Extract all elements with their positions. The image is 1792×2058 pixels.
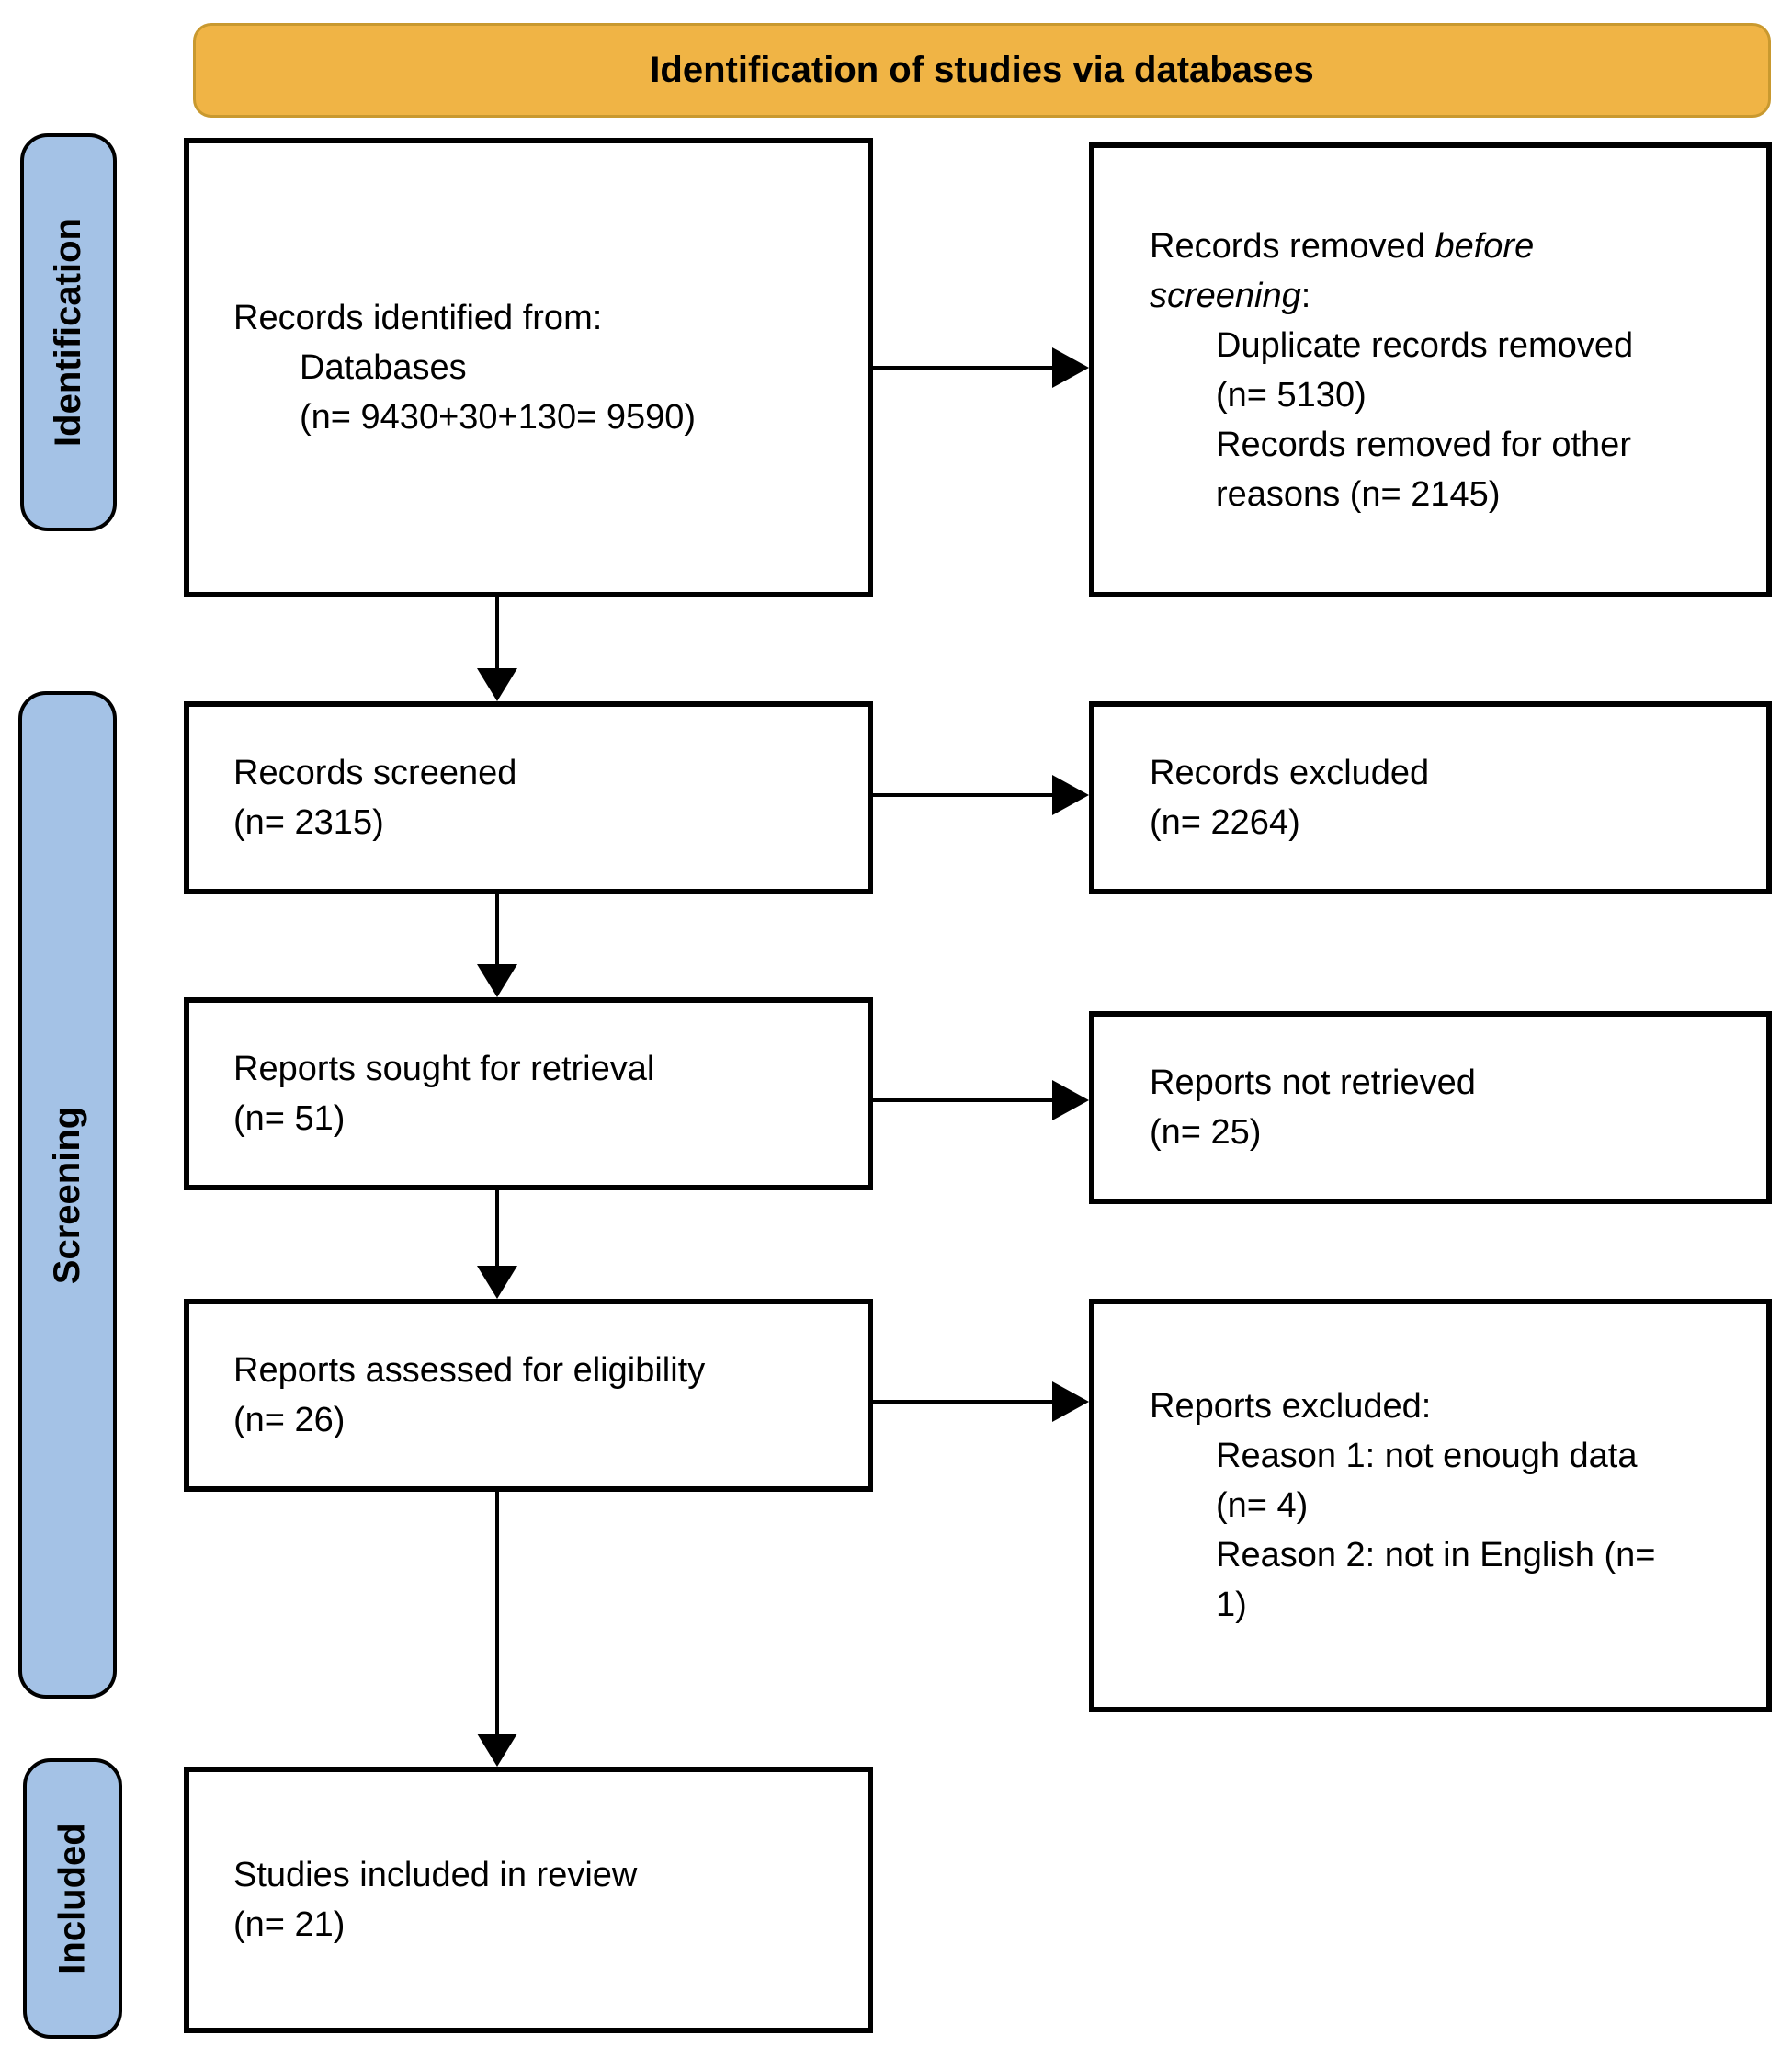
box-reports-not-retrieved-line: (n= 25) <box>1150 1113 1262 1152</box>
stage-label-included: Included <box>23 1758 122 2039</box>
box-records-excluded-line: (n= 2264) <box>1150 803 1300 842</box>
box-records-removed-text-italic: before <box>1435 226 1535 266</box>
box-records-identified-line: Databases <box>300 348 467 387</box>
box-studies-included-line: (n= 21) <box>233 1905 346 1944</box>
box-records-removed-text-italic: screening <box>1150 276 1301 315</box>
banner-identification-via-databases: Identification of studies via databases <box>193 23 1771 118</box>
box-records-removed-line: Records removed for other <box>1216 425 1631 464</box>
box-records-removed-line: Records removed before <box>1150 222 1748 271</box>
box-reports-sought: Reports sought for retrieval (n= 51) <box>184 997 873 1190</box>
stage-label-screening: Screening <box>18 691 117 1699</box>
arrow-line <box>495 1190 499 1267</box>
box-records-removed-line: Duplicate records removed <box>1216 325 1634 365</box>
stage-label-included-text: Included <box>51 1823 93 1974</box>
arrow-line <box>873 1400 1052 1404</box>
stage-label-identification: Identification <box>20 133 117 531</box>
arrow-down-head <box>477 1734 517 1767</box>
arrow-line <box>873 1098 1052 1102</box>
box-records-removed-text: : <box>1300 276 1311 315</box>
box-reports-excluded: Reports excluded: Reason 1: not enough d… <box>1089 1299 1772 1712</box>
box-records-removed-line: reasons (n= 2145) <box>1216 474 1501 514</box>
box-records-identified-line: Records identified from: <box>233 299 603 337</box>
arrow-line <box>495 597 499 669</box>
box-records-removed-line: screening: <box>1150 271 1748 321</box>
box-records-removed-text: Records removed <box>1150 226 1435 266</box>
arrow-down-head <box>477 668 517 701</box>
arrow-down-head <box>477 964 517 997</box>
arrow-line <box>873 366 1052 370</box>
box-studies-included: Studies included in review (n= 21) <box>184 1767 873 2033</box>
box-reports-excluded-line: Reason 1: not enough data <box>1216 1437 1638 1475</box>
box-records-screened-line: (n= 2315) <box>233 803 384 842</box>
box-records-identified: Records identified from: Databases (n= 9… <box>184 138 873 597</box>
arrow-line <box>495 1492 499 1734</box>
box-records-removed-before-screening: Records removed before screening: Duplic… <box>1089 142 1772 597</box>
box-reports-not-retrieved-line: Reports not retrieved <box>1150 1063 1476 1102</box>
box-reports-assessed-line: (n= 26) <box>233 1401 346 1439</box>
box-reports-excluded-line: (n= 4) <box>1216 1486 1309 1525</box>
box-reports-not-retrieved: Reports not retrieved (n= 25) <box>1089 1011 1772 1204</box>
arrow-line <box>495 894 499 965</box>
box-records-excluded-line: Records excluded <box>1150 754 1430 792</box>
box-reports-assessed-line: Reports assessed for eligibility <box>233 1351 706 1390</box>
arrow-down-head <box>477 1266 517 1299</box>
box-reports-excluded-line: Reason 2: not in English (n= <box>1216 1536 1656 1575</box>
box-records-identified-line: (n= 9430+30+130= 9590) <box>300 398 697 437</box>
box-records-screened: Records screened (n= 2315) <box>184 701 873 894</box>
box-records-screened-line: Records screened <box>233 754 517 792</box>
stage-label-screening-text: Screening <box>47 1106 87 1284</box>
box-reports-excluded-line: Reports excluded: <box>1150 1387 1432 1426</box>
stage-label-identification-text: Identification <box>48 218 89 447</box>
box-studies-included-line: Studies included in review <box>233 1856 638 1894</box>
box-reports-assessed: Reports assessed for eligibility (n= 26) <box>184 1299 873 1492</box>
box-reports-sought-line: Reports sought for retrieval <box>233 1050 655 1088</box>
box-reports-excluded-line: 1) <box>1216 1586 1247 1624</box>
banner-title: Identification of studies via databases <box>650 50 1314 90</box>
arrow-right-head <box>1052 1080 1089 1120</box>
box-records-removed-line: (n= 5130) <box>1216 375 1367 415</box>
arrow-line <box>873 793 1052 797</box>
arrow-right-head <box>1052 775 1089 815</box>
arrow-right-head <box>1052 347 1089 388</box>
box-reports-sought-line: (n= 51) <box>233 1099 346 1138</box>
box-records-excluded: Records excluded (n= 2264) <box>1089 701 1772 894</box>
arrow-right-head <box>1052 1381 1089 1422</box>
